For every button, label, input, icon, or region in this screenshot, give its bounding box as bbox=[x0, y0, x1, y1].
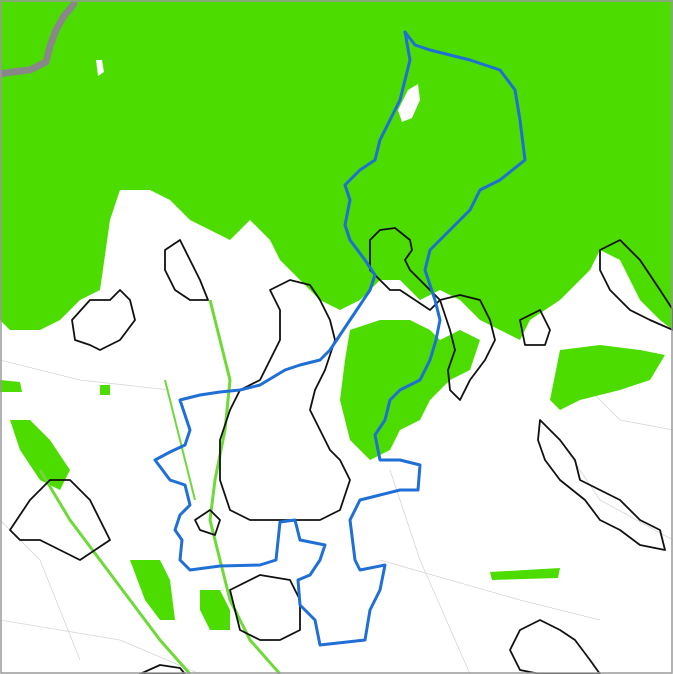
boundary-northcenter bbox=[369, 227, 441, 311]
forest-patch-east bbox=[550, 345, 665, 410]
boundary-south-center bbox=[229, 574, 301, 641]
forest-patch-southcenter bbox=[200, 590, 230, 630]
forest-patch-strip bbox=[490, 568, 560, 580]
boundary-town-center bbox=[219, 279, 351, 521]
forest-patch-west bbox=[10, 420, 70, 490]
river-corridor-center bbox=[208, 299, 282, 674]
boundary-east-lower bbox=[537, 419, 666, 551]
forest-patch-left bbox=[0, 380, 22, 392]
boundary-northwest bbox=[71, 289, 136, 351]
boundary-east bbox=[519, 309, 551, 346]
forest-main bbox=[0, 0, 673, 340]
forest-patch-south bbox=[130, 560, 175, 620]
boundary-far-east bbox=[599, 239, 673, 331]
clearing bbox=[96, 60, 104, 76]
boundary-west-upper bbox=[164, 239, 209, 301]
boundary-small-1 bbox=[194, 509, 221, 536]
route-path[interactable] bbox=[153, 30, 527, 647]
municipal-boundaries bbox=[9, 227, 673, 674]
river-corridor-west bbox=[38, 469, 192, 674]
boundary-south-east bbox=[509, 619, 601, 674]
lake bbox=[398, 84, 420, 122]
forest-patch-small bbox=[100, 385, 110, 395]
boundary-bottom-left bbox=[139, 664, 186, 674]
forest-patch-center bbox=[340, 320, 480, 460]
boundary-southwest bbox=[9, 479, 111, 561]
boundary-center-east bbox=[439, 294, 496, 401]
road bbox=[0, 0, 78, 78]
river-corridor-north bbox=[164, 379, 196, 501]
